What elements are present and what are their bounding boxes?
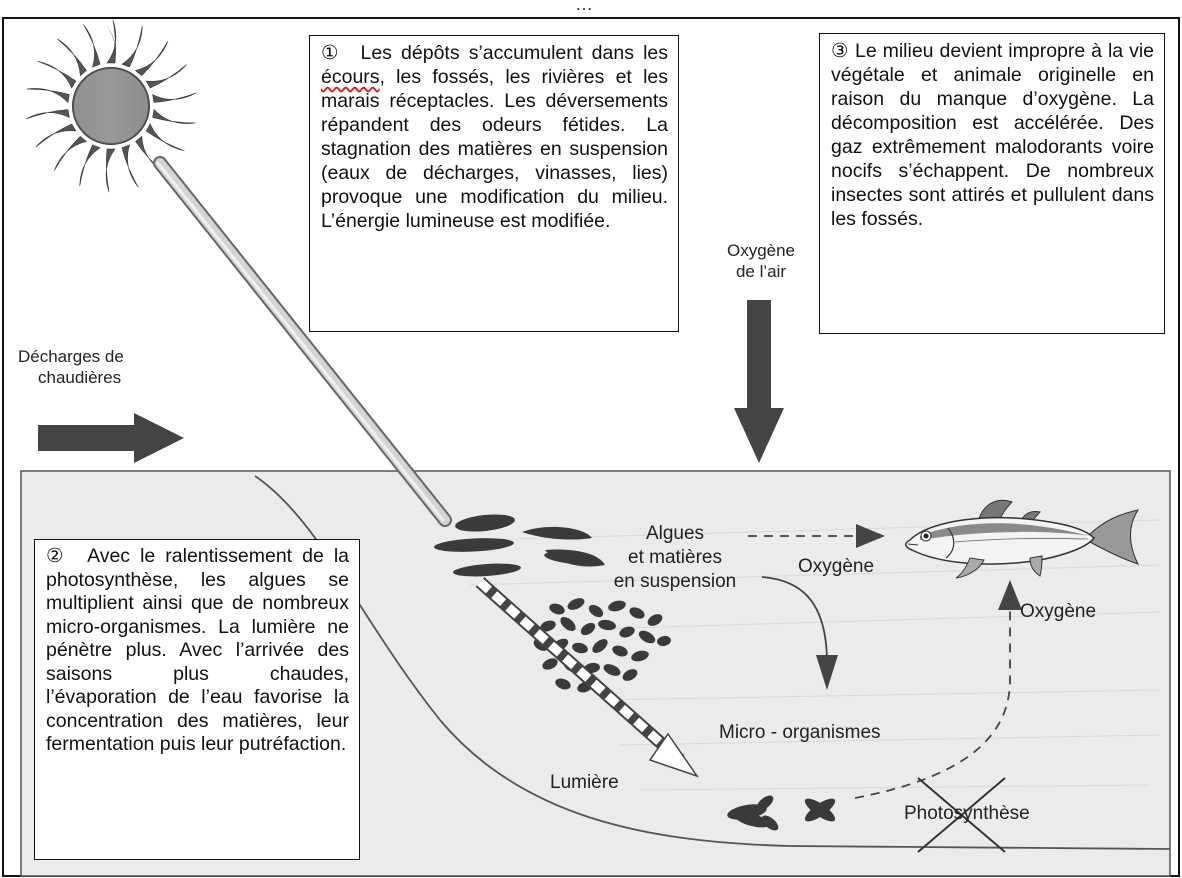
info-box-2: ② Avec le ralentissement de la photosynt… bbox=[34, 539, 360, 860]
algae-label-line1: Algues bbox=[645, 523, 705, 544]
fish-icon bbox=[905, 499, 1140, 579]
discharge-label-line1: Décharges de bbox=[18, 347, 124, 366]
discharge-label: Décharges de chaudières bbox=[18, 346, 188, 388]
box1-marker: ① bbox=[321, 42, 343, 64]
decay-arrow bbox=[761, 576, 838, 690]
discharge-arrow bbox=[38, 413, 184, 463]
photosynthesis-label: Photosynthèse bbox=[904, 803, 1030, 824]
air-oxygen-label: Oxygène de l’air bbox=[686, 240, 836, 282]
algae-label-line3: en suspension bbox=[613, 571, 737, 592]
box3-text: Le milieu devient impropre à la vie végé… bbox=[831, 40, 1155, 230]
air-oxygen-label-line1: Oxygène bbox=[726, 241, 796, 260]
box1-flagged-word: écours bbox=[321, 66, 380, 88]
cross-out-icon bbox=[917, 777, 1006, 853]
micro-organisms-label: Micro - organismes bbox=[719, 722, 881, 743]
box1-text-after: , les fossés, les rivières et les marais… bbox=[321, 66, 668, 232]
box1-text-before: Les dépôts s’accumulent dans les bbox=[360, 42, 668, 64]
oxygen-arrow-from-photosynthesis bbox=[854, 580, 1022, 799]
oxygen-label-right: Oxygène bbox=[1020, 601, 1097, 622]
box2-marker: ② bbox=[46, 545, 69, 567]
algae-icon bbox=[434, 514, 605, 577]
light-label: Lumière bbox=[550, 772, 619, 793]
discharge-label-line2: chaudières bbox=[38, 368, 122, 387]
microorganism-icon bbox=[727, 795, 836, 831]
air-oxygen-arrow bbox=[734, 300, 784, 463]
sunbeam-rod bbox=[153, 156, 452, 527]
bank-slope bbox=[254, 475, 1171, 850]
info-box-3: ③ Le milieu devient impropre à la vie vé… bbox=[819, 33, 1165, 334]
air-oxygen-label-line2: de l’air bbox=[735, 262, 787, 281]
oxygen-arrow-to-fish bbox=[748, 524, 885, 548]
oxygen-label-top: Oxygène bbox=[798, 556, 875, 577]
info-box-1: ① Les dépôts s’accumulent dans les écour… bbox=[309, 35, 679, 332]
box2-text: Avec le ralentissement de la photosynthè… bbox=[46, 545, 349, 755]
light-arrow bbox=[475, 577, 699, 778]
algae-label: Algues et matières en suspension bbox=[585, 522, 765, 594]
box3-marker: ③ bbox=[831, 40, 850, 62]
sun-icon bbox=[25, 19, 197, 193]
header-text: … bbox=[575, 0, 593, 14]
algae-label-line2: et matières bbox=[628, 547, 722, 568]
